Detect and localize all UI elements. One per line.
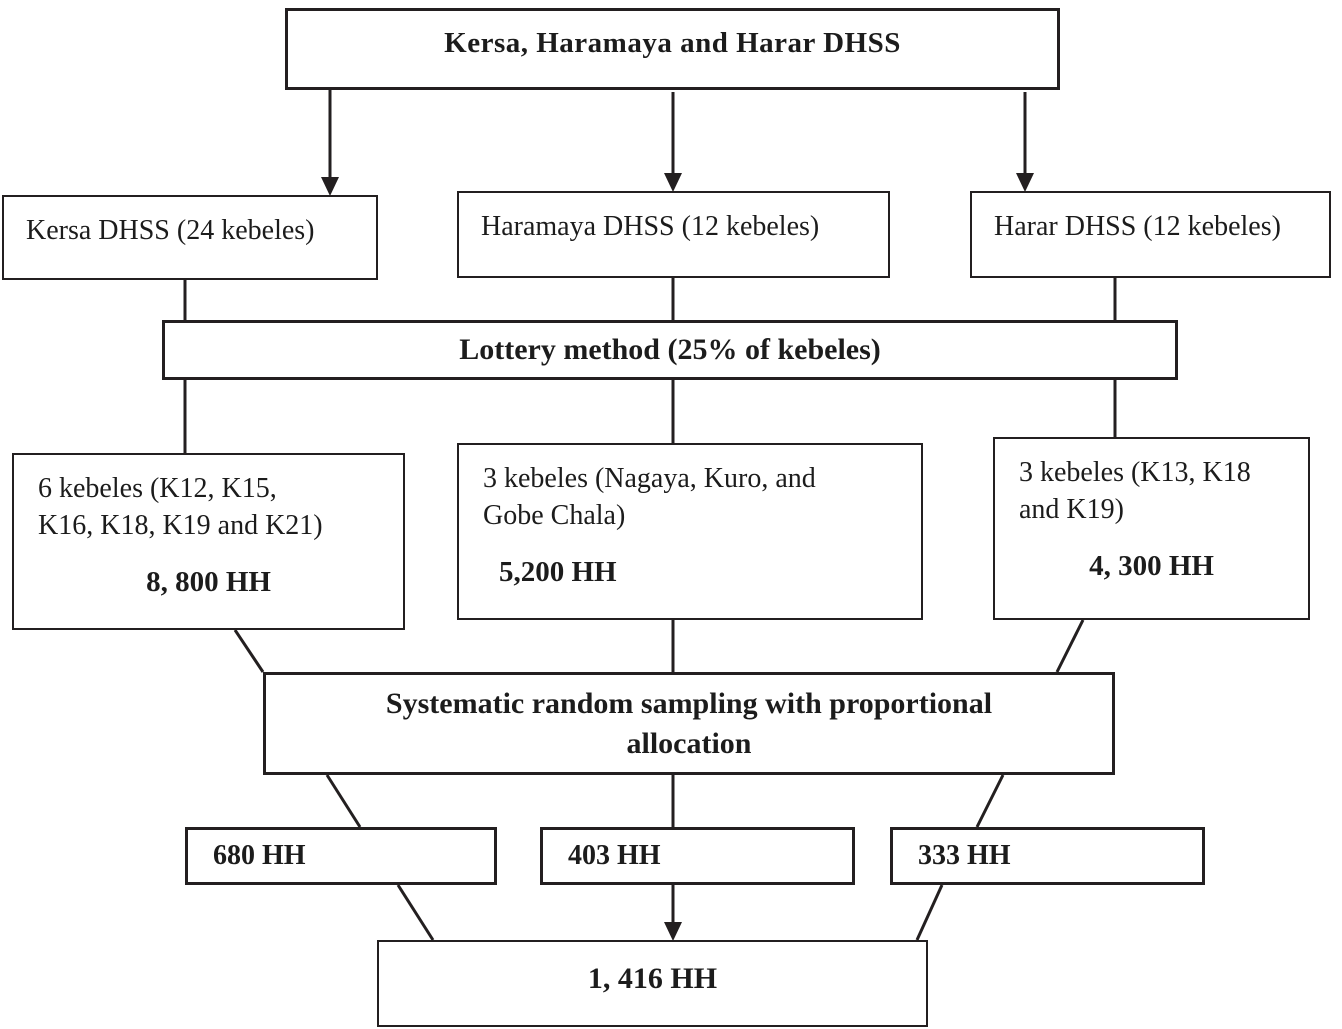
box-sampled-403: 403 HH (540, 827, 855, 885)
systematic-sampling-line2: allocation (626, 726, 752, 760)
box-systematic-sampling: Systematic random sampling with proporti… (263, 672, 1115, 775)
total-households-label: 1, 416 HH (587, 961, 718, 995)
connector-sampling-to-680 (325, 774, 362, 828)
arrowhead-top-to-harar (1016, 173, 1034, 192)
connector-harar-kebeles-to-sampling (1055, 619, 1085, 673)
box-sampled-333: 333 HH (890, 827, 1205, 885)
harar-dhss-label: Harar DHSS (12 kebeles) (994, 211, 1281, 242)
connector-sampling-to-333 (975, 774, 1005, 828)
dhss-title-label: Kersa, Haramaya and Harar DHSS (444, 27, 901, 59)
systematic-sampling-line1: Systematic random sampling with proporti… (385, 686, 993, 720)
kersa-households-label: 8, 800 HH (146, 566, 271, 598)
harar-households-label: 4, 300 HH (1089, 550, 1214, 582)
haramaya-kebeles-line1: 3 kebeles (Nagaya, Kuro, and (483, 463, 816, 494)
box-dhss-title: Kersa, Haramaya and Harar DHSS (285, 8, 1060, 90)
box-total-households: 1, 416 HH (377, 940, 928, 1027)
box-kersa-kebeles: 6 kebeles (K12, K15, K16, K18, K19 and K… (12, 453, 405, 630)
haramaya-kebeles-text: 3 kebeles (Nagaya, Kuro, and Gobe Chala) (459, 460, 921, 534)
harar-kebeles-text: 3 kebeles (K13, K18 and K19) (995, 454, 1308, 528)
kersa-kebeles-line2: K16, K18, K19 and K21) (38, 510, 323, 541)
sampled-680-label: 680 HH (213, 840, 306, 871)
haramaya-households-label: 5,200 HH (499, 556, 617, 588)
haramaya-kebeles-line2: Gobe Chala) (483, 500, 626, 531)
arrowhead-top-to-kersa (321, 177, 339, 196)
sampled-403-label: 403 HH (568, 840, 661, 871)
kersa-kebeles-text: 6 kebeles (K12, K15, K16, K18, K19 and K… (14, 470, 403, 544)
harar-kebeles-line2: and K19) (1019, 494, 1124, 525)
arrowhead-top-to-haramaya (664, 173, 682, 192)
connector-333-to-total (915, 884, 944, 941)
kersa-dhss-label: Kersa DHSS (24 kebeles) (26, 215, 315, 246)
connector-680-to-total (396, 884, 435, 941)
lottery-method-label: Lottery method (25% of kebeles) (459, 333, 881, 366)
box-kersa-dhss: Kersa DHSS (24 kebeles) (2, 195, 378, 280)
connector-kersa-kebeles-to-sampling (233, 629, 265, 673)
sampled-333-label: 333 HH (918, 840, 1011, 871)
kersa-kebeles-line1: 6 kebeles (K12, K15, (38, 473, 277, 504)
arrowhead-403-to-total (664, 922, 682, 941)
harar-kebeles-line1: 3 kebeles (K13, K18 (1019, 457, 1251, 488)
haramaya-dhss-label: Haramaya DHSS (12 kebeles) (481, 211, 820, 242)
box-haramaya-kebeles: 3 kebeles (Nagaya, Kuro, and Gobe Chala)… (457, 443, 923, 620)
systematic-sampling-label: Systematic random sampling with proporti… (386, 684, 992, 764)
box-haramaya-dhss: Haramaya DHSS (12 kebeles) (457, 191, 890, 278)
box-harar-dhss: Harar DHSS (12 kebeles) (970, 191, 1331, 278)
box-lottery-method: Lottery method (25% of kebeles) (162, 320, 1178, 380)
box-harar-kebeles: 3 kebeles (K13, K18 and K19) 4, 300 HH (993, 437, 1310, 620)
box-sampled-680: 680 HH (185, 827, 497, 885)
